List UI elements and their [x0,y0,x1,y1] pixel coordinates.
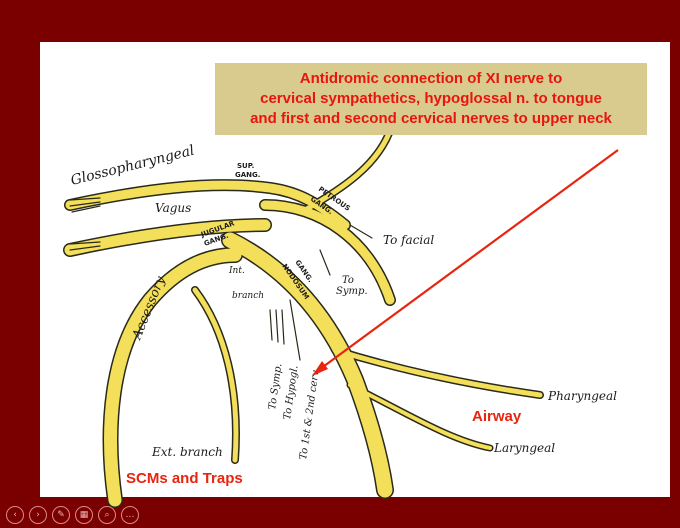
label-to-symp: To [342,275,354,286]
label-to-cervical: To 1st & 2nd cerv. [298,368,322,461]
label-sup-gang: SUP. [237,162,254,170]
slideshow-controls: ‹ › ✎ ▦ ⌕ … [6,506,139,526]
label-vagus: Vagus [155,201,191,215]
label-to-symp-2: Symp. [336,286,368,297]
callout-line-1: Antidromic connection of XI nerve to [215,69,647,89]
label-to-facial: To facial [383,233,434,247]
label-sup-gang-2: GANG. [235,171,260,179]
next-icon[interactable]: › [29,506,47,524]
label-branch: branch [232,291,264,301]
label-to-hypogl: To Hypogl. [282,365,301,421]
label-laryngeal: Laryngeal [493,441,555,455]
previous-icon[interactable]: ‹ [6,506,24,524]
slides-icon[interactable]: ▦ [75,506,93,524]
callout-box: Antidromic connection of XI nerve to cer… [215,63,647,135]
callout-line-2: cervical sympathetics, hypoglossal n. to… [215,89,647,109]
pen-icon[interactable]: ✎ [52,506,70,524]
callout-line-3: and first and second cervical nerves to … [215,109,647,129]
label-pharyngeal: Pharyngeal [547,389,617,403]
more-icon[interactable]: … [121,506,139,524]
label-ext-branch: Ext. branch [151,445,223,459]
zoom-icon[interactable]: ⌕ [98,506,116,524]
scms-traps-label: SCMs and Traps [126,470,243,487]
accessory-nerve [111,255,235,500]
label-to-symp-vertical: To Symp. [267,363,284,411]
label-int: Int. [228,266,245,276]
annotation-arrow [316,150,618,372]
airway-label: Airway [472,408,521,425]
